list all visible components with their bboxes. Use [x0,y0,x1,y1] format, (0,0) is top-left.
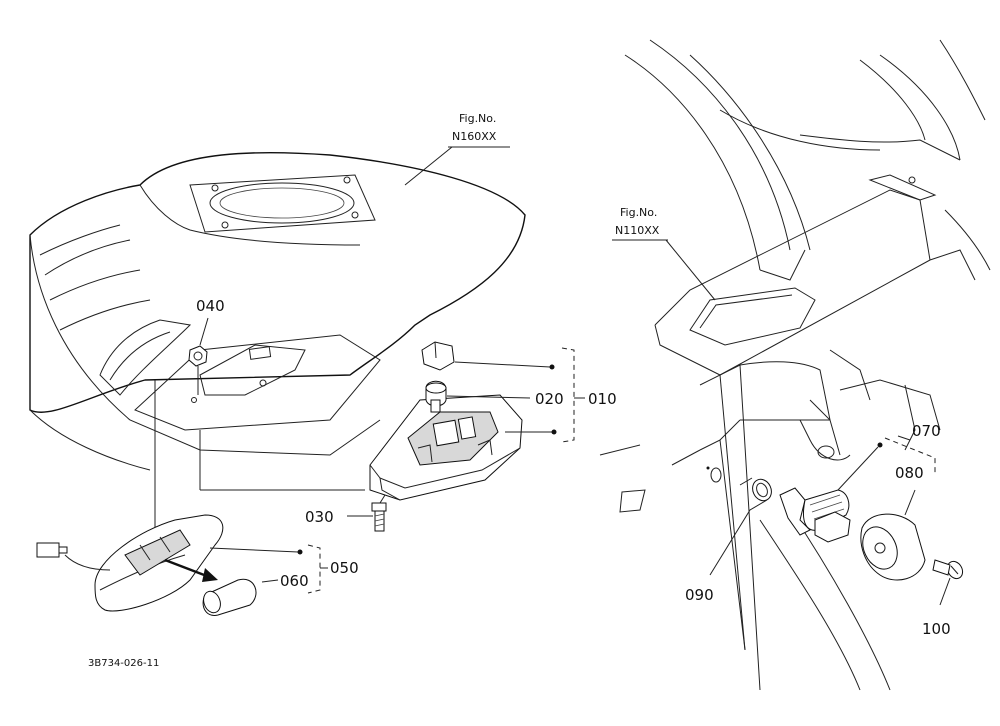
fender-panel [29,151,526,472]
svg-text:060: 060 [280,572,309,590]
svg-text:090: 090 [685,586,714,604]
svg-text:N160XX: N160XX [452,130,497,143]
screw-030: 030 [305,494,387,532]
bracket-070: 070 [884,422,941,475]
svg-text:080: 080 [895,464,924,482]
lamp-housing-010 [369,394,557,501]
figure-ref-left: Fig.No. N160XX [404,112,510,186]
svg-text:020: 020 [535,390,564,408]
bracket-050: 050 [307,544,359,594]
svg-text:Fig.No.: Fig.No. [459,112,496,125]
cover-080: 080 [860,464,926,581]
svg-text:Fig.No.: Fig.No. [620,206,657,219]
screw-100: 100 [922,559,964,638]
bulb-060: 060 [202,572,309,616]
socket-070 [779,442,883,543]
bulb-socket-020: 020 [421,341,564,413]
svg-text:050: 050 [330,559,359,577]
figure-ref-right: Fig.No. N110XX [612,206,716,301]
svg-text:N110XX: N110XX [615,224,660,237]
side-lamp-050 [36,514,303,612]
svg-text:100: 100 [922,620,951,638]
svg-text:070: 070 [912,422,941,440]
nut-040: 040 [188,297,225,395]
svg-text:030: 030 [305,508,334,526]
bracket-010: 010 [561,347,617,443]
grommet-090: 090 [685,477,772,604]
cab-frame [599,39,991,691]
svg-text:010: 010 [588,390,617,408]
drawing-code: 3B734-026-11 [88,658,159,669]
svg-text:040: 040 [196,297,225,315]
